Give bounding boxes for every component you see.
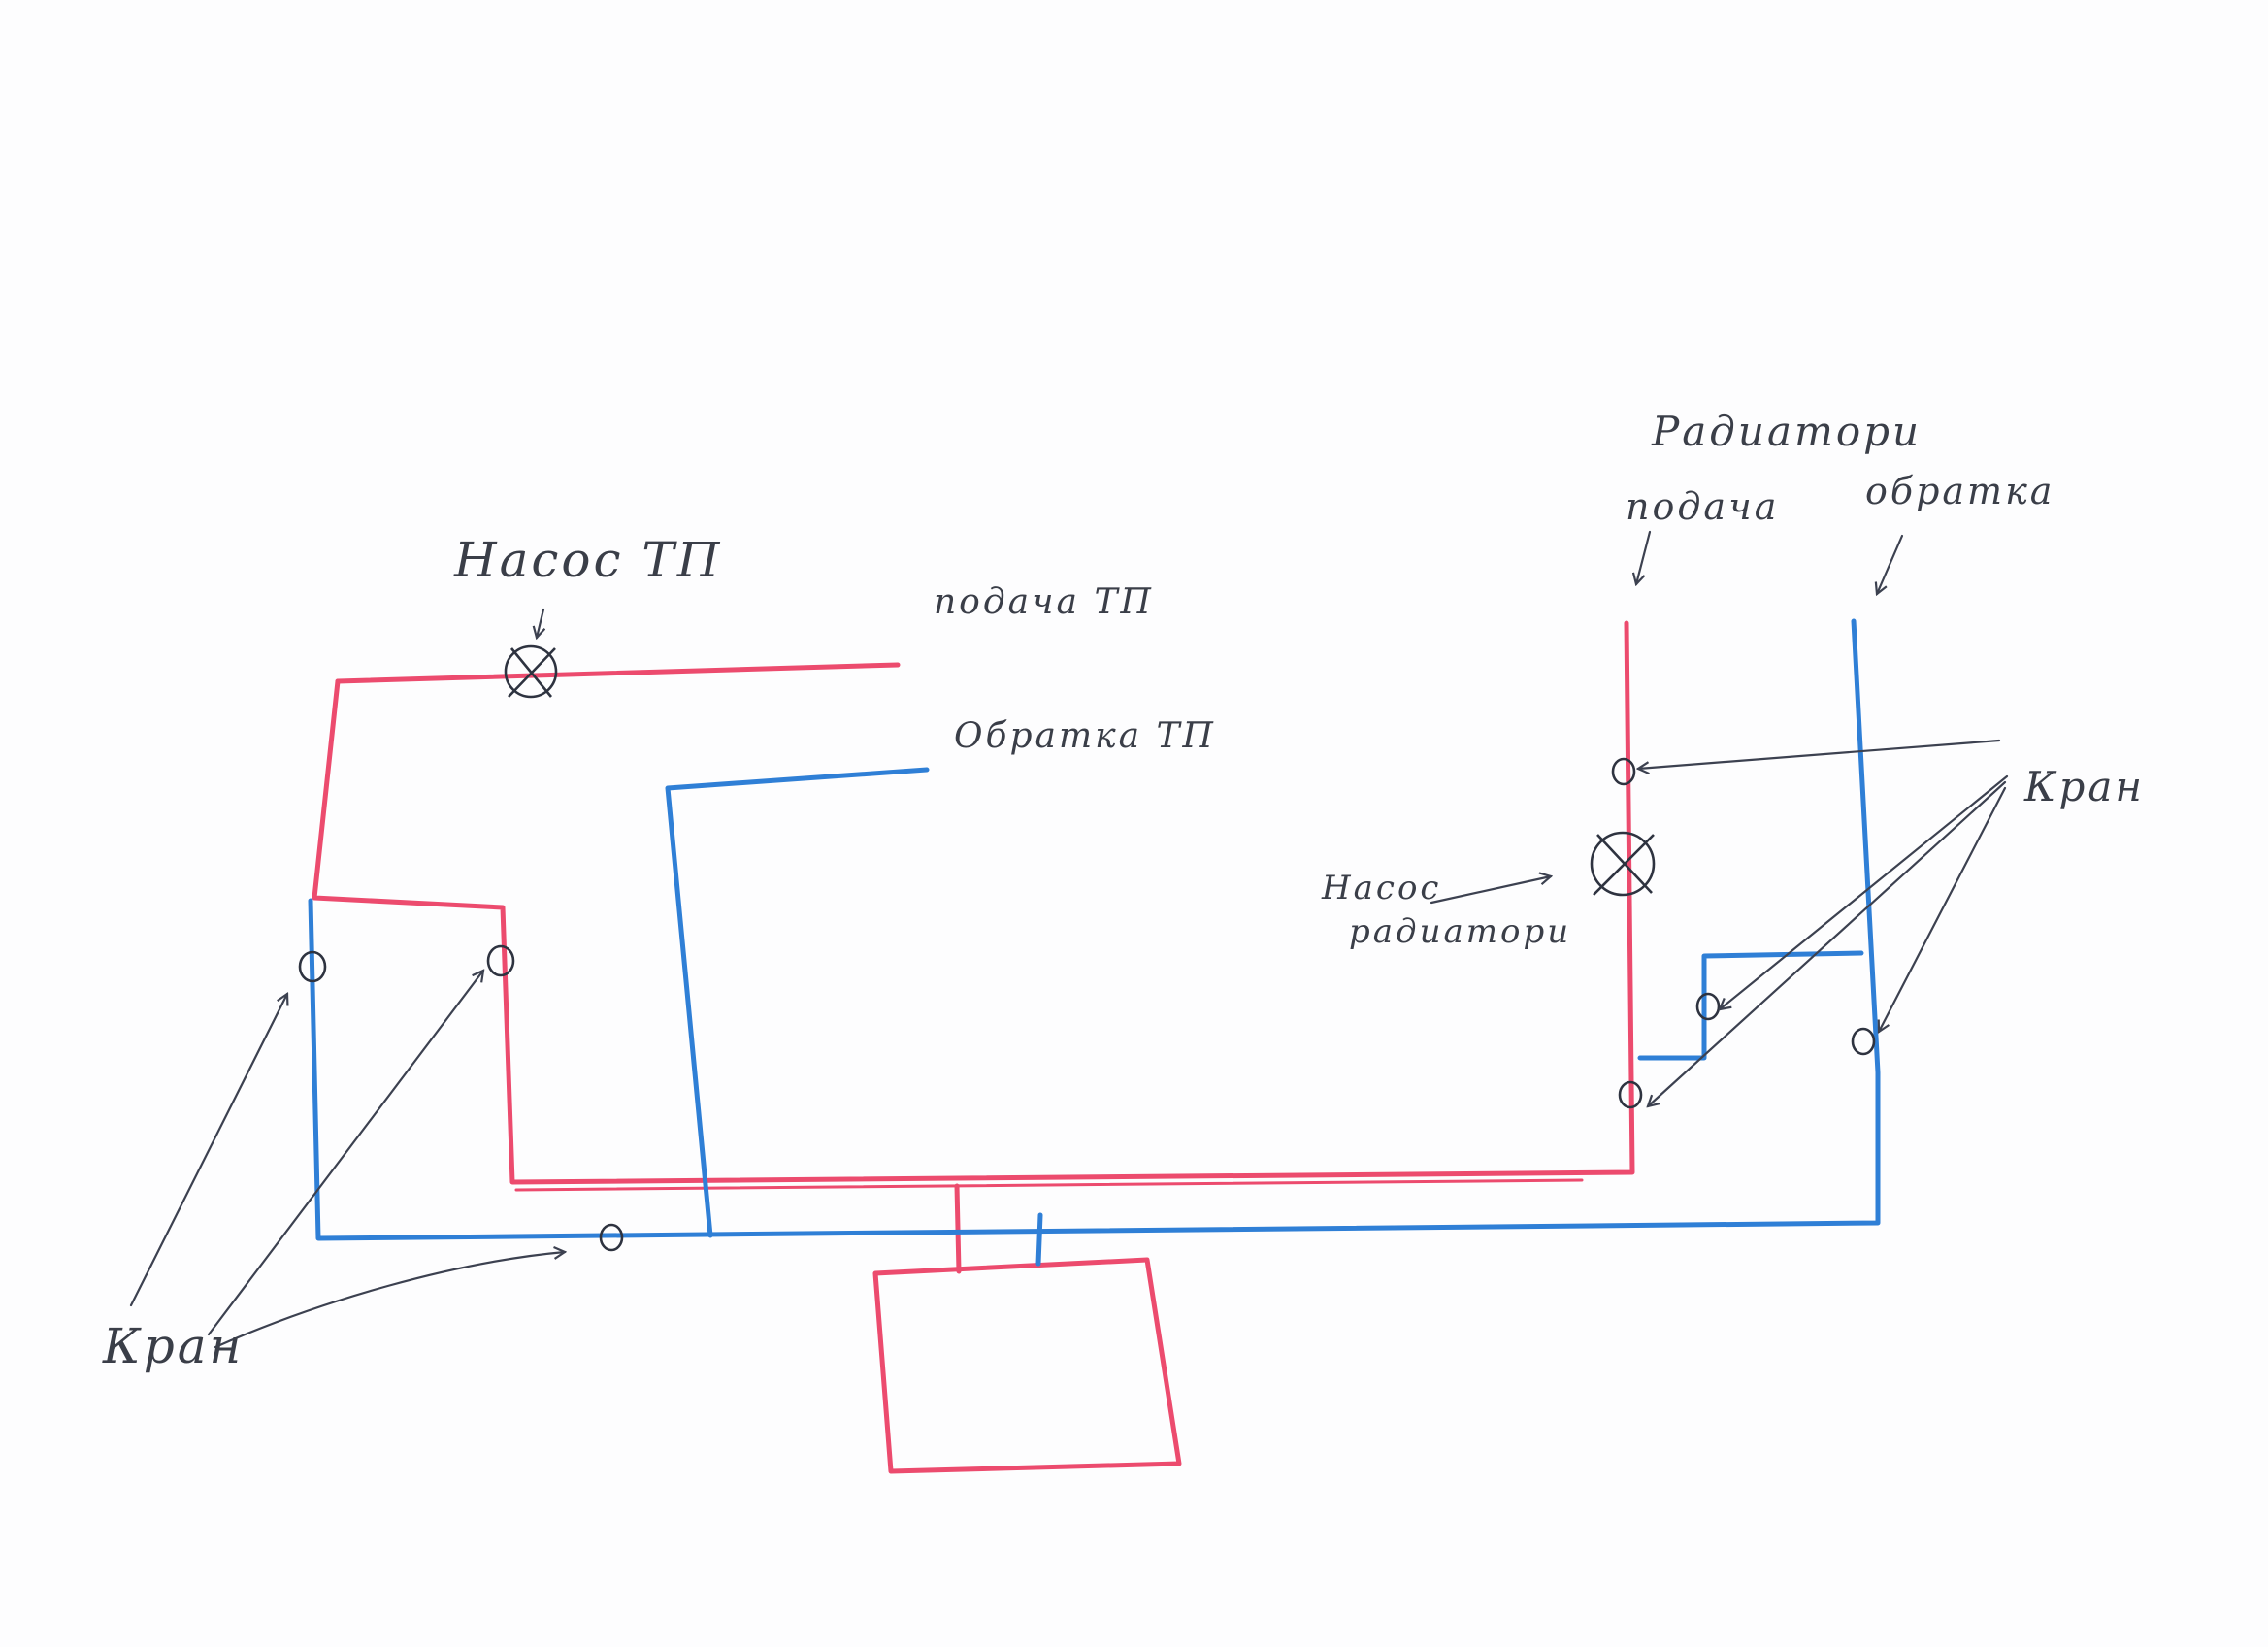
- supply-pipes: [312, 620, 1635, 1474]
- boiler-return-stub: [1035, 1212, 1043, 1267]
- valves: [298, 757, 1876, 1252]
- label-radiatory: Радиатори: [1652, 408, 1923, 455]
- arrow-to-rad-return: [1877, 534, 1904, 594]
- label-kran-left: Кран: [103, 1318, 245, 1374]
- supply-inner-trace: [514, 1178, 1584, 1192]
- label-obratka-radiatory: обратка: [1865, 470, 2055, 512]
- boiler-supply-stub: [954, 1183, 962, 1274]
- arrow-to-pump-radiator: [1430, 876, 1551, 905]
- valve-rad-supply-top: [1611, 757, 1636, 786]
- valve-main-return: [599, 1223, 624, 1252]
- podacha-tp-pipe: [335, 662, 901, 684]
- arrow-kran-right-1: [1638, 739, 2001, 769]
- label-kran-right: Кран: [2024, 763, 2146, 810]
- left-return-riser: [308, 618, 1881, 1241]
- arrow-kran-right-4: [1879, 786, 2007, 1032]
- valve-bypass: [1695, 992, 1721, 1021]
- radiator-bypass: [1637, 950, 1864, 1061]
- valve-rad-supply-bottom: [1618, 1080, 1643, 1109]
- annotation-arrows: [129, 530, 2009, 1349]
- arrow-kran-left-2: [207, 971, 483, 1336]
- arrow-to-pump-tp: [537, 608, 543, 638]
- arrow-kran-right-2: [1720, 774, 2009, 1009]
- arrow-kran-right-3: [1648, 780, 2007, 1106]
- valve-left-supply: [486, 944, 515, 977]
- label-obratka-tp: Обратка ТП: [954, 716, 1216, 756]
- arrow-to-rad-supply: [1636, 530, 1652, 584]
- obratka-tp-pipe: [665, 767, 930, 1238]
- label-nasos-tp: Насос ТП: [454, 532, 723, 588]
- left-supply-riser: [312, 620, 1635, 1185]
- label-nasos-radiatory-line1: Насос: [1322, 869, 1442, 907]
- pump-tp-symbol: [504, 644, 558, 699]
- valve-rad-return: [1851, 1027, 1876, 1056]
- label-podacha-radiatory: подача: [1626, 485, 1780, 528]
- arrow-kran-left-1: [129, 994, 287, 1307]
- arrow-kran-left-3: [214, 1252, 565, 1349]
- pump-radiator-symbol: [1590, 831, 1656, 897]
- label-nasos-radiatory-line2: радиатори: [1349, 912, 1572, 951]
- return-pipes: [308, 618, 1881, 1267]
- valve-left-return: [298, 950, 327, 983]
- boiler-body: [872, 1257, 1182, 1474]
- label-podacha-tp: подача ТП: [934, 582, 1154, 622]
